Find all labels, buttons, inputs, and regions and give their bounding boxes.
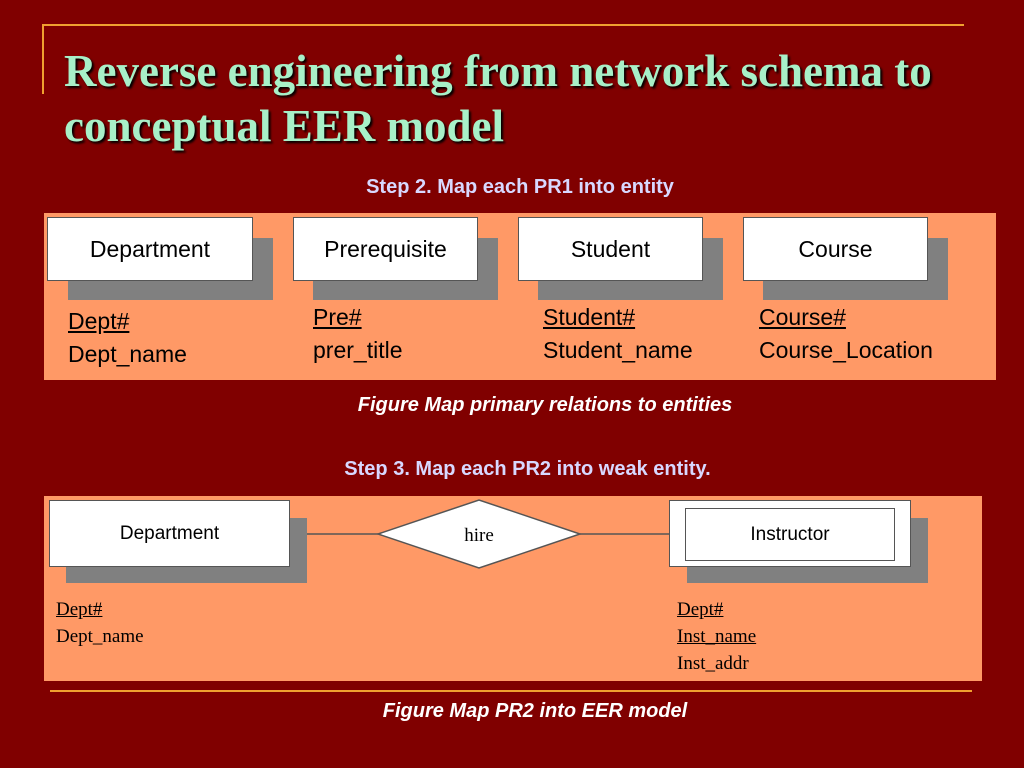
student-key: Student# xyxy=(543,304,636,330)
entity-student: Student xyxy=(518,217,703,281)
top-accent-line xyxy=(42,24,964,26)
entity-course: Course xyxy=(743,217,928,281)
course-attr: Course_Location xyxy=(759,337,933,363)
entity-prerequisite: Prerequisite xyxy=(293,217,478,281)
prerequisite-attributes: Pre# prer_title xyxy=(313,301,402,367)
prerequisite-attr: prer_title xyxy=(313,337,403,363)
weak-entity-outer-box: Instructor xyxy=(669,500,911,567)
department-attributes: Dept# Dept_name xyxy=(68,305,187,371)
step3-heading: Step 3. Map each PR2 into weak entity. xyxy=(344,458,711,480)
relationship-diagram: hire xyxy=(290,499,669,569)
weak-entity-attr: Inst_addr xyxy=(677,653,749,674)
weak-entity-key1: Dept# xyxy=(677,599,724,620)
student-attr: Student_name xyxy=(543,337,693,363)
weak-entity-key2: Inst_name xyxy=(677,626,757,647)
entity-department: Department xyxy=(47,217,253,281)
prerequisite-key: Pre# xyxy=(313,304,362,330)
step2-panel: Department Prerequisite Student Course D… xyxy=(44,213,996,380)
step3-caption: Figure Map PR2 into EER model xyxy=(382,700,688,722)
step2-caption: Figure Map primary relations to entities xyxy=(357,394,733,416)
department-attr: Dept_name xyxy=(68,341,187,367)
step2-heading: Step 2. Map each PR1 into entity xyxy=(366,176,674,198)
left-accent-line xyxy=(42,24,44,94)
student-attributes: Student# Student_name xyxy=(543,301,693,367)
strong-entity-attr: Dept_name xyxy=(56,626,144,647)
course-attributes: Course# Course_Location xyxy=(759,301,933,367)
strong-entity-department: Department xyxy=(49,500,290,567)
step3-panel: hire Department Instructor Dept# Dept_na… xyxy=(44,496,982,681)
strong-entity-attributes: Dept# Dept_name xyxy=(56,596,144,650)
bottom-accent-line xyxy=(50,690,972,692)
slide-title: Reverse engineering from network schema … xyxy=(64,46,932,151)
relationship-diamond xyxy=(375,499,583,569)
relationship-label: hire xyxy=(464,525,494,546)
course-key: Course# xyxy=(759,304,846,330)
weak-entity-instructor: Instructor xyxy=(685,508,895,561)
department-key: Dept# xyxy=(68,308,130,334)
strong-entity-key: Dept# xyxy=(56,599,103,620)
weak-entity-attributes: Dept# Inst_name Inst_addr xyxy=(677,596,756,677)
